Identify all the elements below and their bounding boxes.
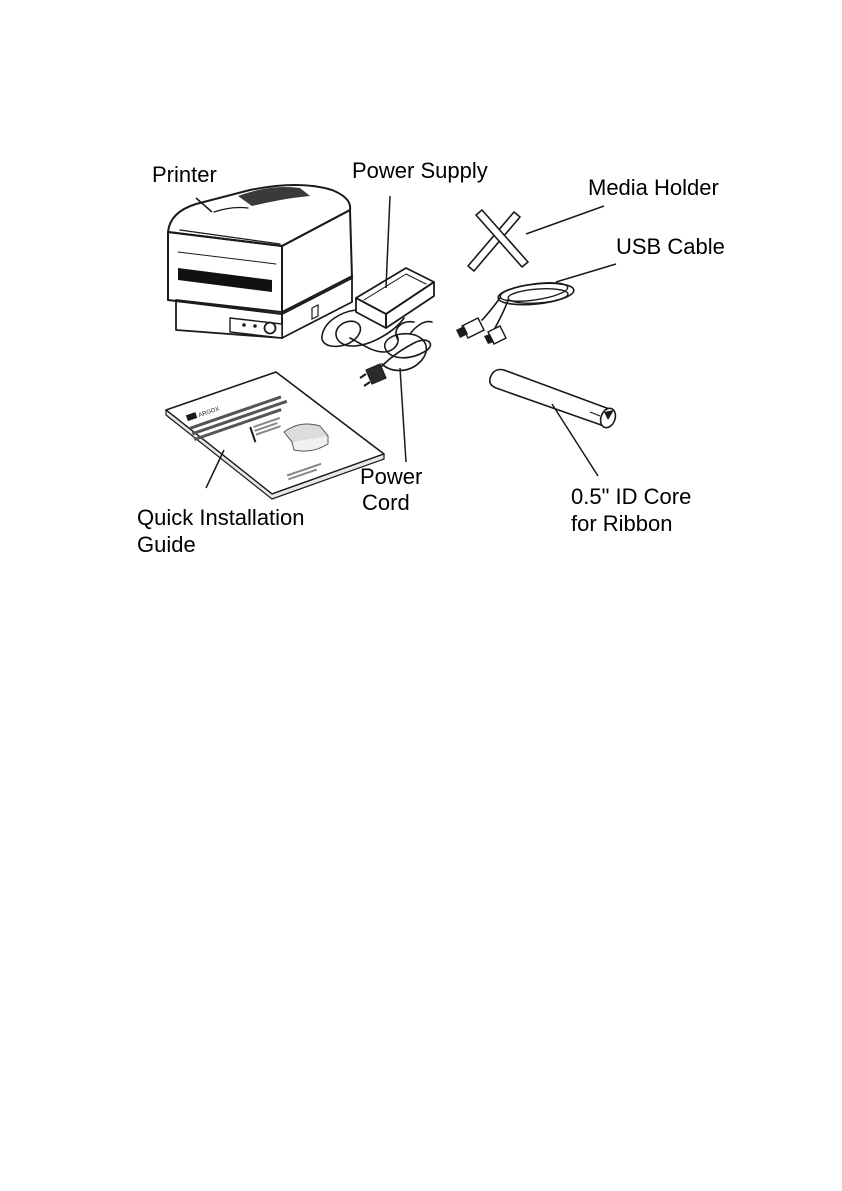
power-supply-leader-line [386,196,390,288]
power-supply-label: Power Supply [352,158,488,183]
power-supply-illustration [322,268,434,352]
usb-cable-leader-line [556,264,616,282]
power-cord-illustration [360,322,432,386]
usb-cable-illustration [456,279,575,344]
power-cord-label-line1: Power [360,464,422,489]
power-cord-label-line2: Cord [362,490,410,515]
ribbon-core-illustration [490,370,618,430]
printer-illustration [168,185,352,338]
media-holder-label: Media Holder [588,175,719,200]
guide-label-line1: Quick Installation [137,505,305,530]
guide-leader-line [206,450,224,488]
media-holder-leader-line [526,206,604,234]
guide-label-line2: Guide [137,532,196,557]
media-holder-illustration [468,210,528,271]
usb-cable-label: USB Cable [616,234,725,259]
printer-label: Printer [152,162,217,187]
ribbon-core-label-line1: 0.5" ID Core [571,484,691,509]
quick-installation-guide-illustration: ARGOX [166,372,384,499]
ribbon-core-label-line2: for Ribbon [571,511,673,536]
power-cord-leader-line [400,368,406,462]
